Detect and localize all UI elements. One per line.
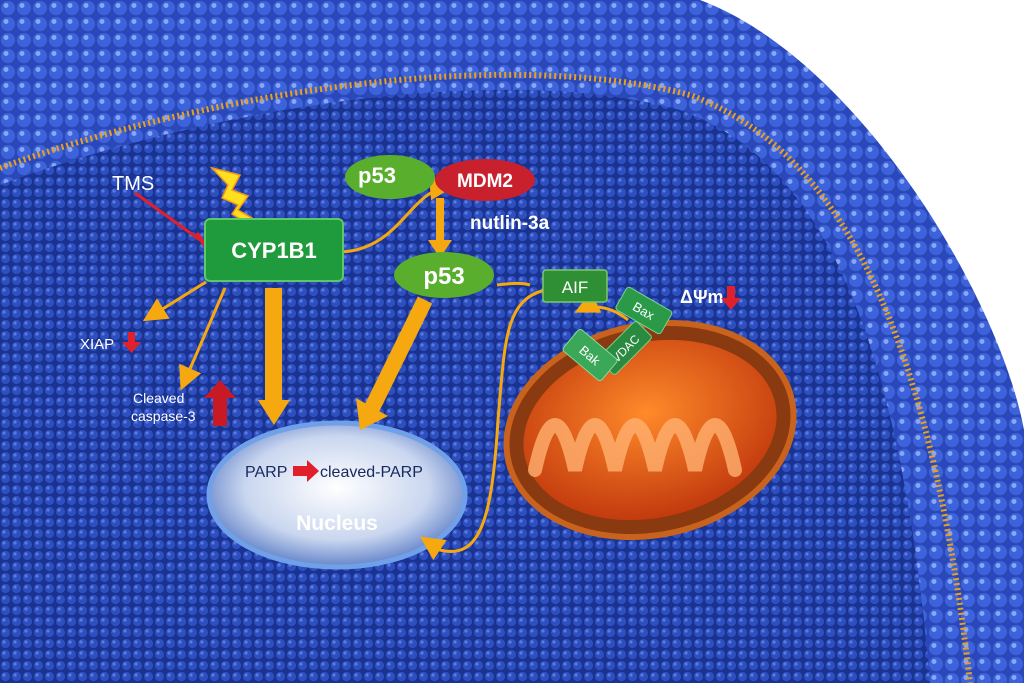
p53-label: p53 (423, 263, 464, 290)
decrease-arrow-icon (122, 332, 141, 353)
membrane-potential-label: ΔΨm (680, 287, 724, 307)
mdm2-label: MDM2 (457, 171, 513, 192)
cyp1b1-label: CYP1B1 (231, 238, 317, 263)
p53-bound-label: p53 (358, 163, 396, 188)
nucleus-label: Nucleus (296, 512, 378, 535)
tms-inhibition-line (134, 191, 201, 242)
p53-node: p53 (394, 252, 494, 298)
pathway-arrows (134, 176, 629, 560)
p53-mdm2-complex: p53 MDM2 (345, 155, 535, 201)
cyp1b1-node: CYP1B1 (204, 218, 344, 282)
nutlin-3a-label: nutlin-3a (470, 213, 550, 234)
tms-label: TMS (112, 173, 154, 195)
aif-label: AIF (562, 278, 588, 297)
bax-node: Bax (615, 286, 673, 335)
parp-label: PARP (245, 464, 287, 481)
decrease-arrow-icon (721, 286, 741, 310)
aif-node: AIF (542, 269, 608, 303)
mitochondrion (503, 319, 797, 541)
cleaved-caspase-label-line1: Cleaved (133, 390, 184, 406)
nucleus: PARP cleaved-PARP Nucleus (206, 420, 468, 570)
red-arrow-icon (293, 460, 319, 482)
cleaved-caspase-label-line2: caspase-3 (131, 408, 196, 424)
xiap-label: XIAP (80, 336, 114, 353)
membrane-lipid-tails (0, 71, 973, 683)
bak-node: Bak (562, 328, 618, 382)
increase-arrow-icon (204, 380, 236, 426)
cleaved-parp-label: cleaved-PARP (320, 464, 423, 481)
